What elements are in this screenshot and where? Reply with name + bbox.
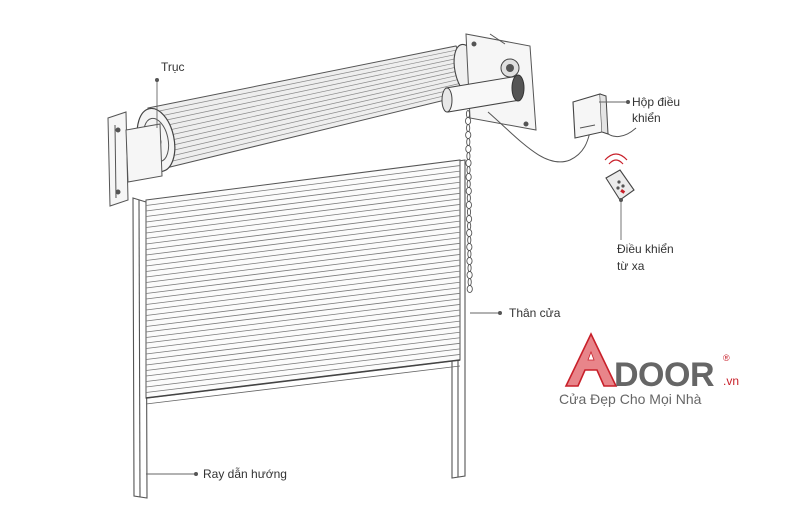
roll-line bbox=[155, 64, 466, 134]
chain-link bbox=[467, 263, 472, 273]
chain-link bbox=[466, 256, 473, 266]
curtain-slat-line bbox=[145, 292, 461, 333]
curtain-slat-line bbox=[145, 220, 461, 261]
chain-link bbox=[465, 109, 471, 119]
curtain-slat-line bbox=[145, 215, 461, 256]
label-control-box-line2: khiển bbox=[632, 111, 661, 125]
remote-control bbox=[605, 169, 635, 201]
label-remote-line1: Điều khiển bbox=[617, 242, 674, 256]
chain-link bbox=[467, 221, 472, 231]
chain-link bbox=[467, 249, 472, 259]
chain-link bbox=[466, 193, 471, 203]
roll-line bbox=[161, 80, 473, 154]
curtain-slat-line bbox=[145, 248, 461, 289]
labels: Trục Hộp điều khiển Điều khiển từ xa Thâ… bbox=[161, 60, 680, 481]
chain-link bbox=[465, 116, 472, 126]
curtain-slat-line bbox=[145, 176, 461, 217]
chain-link bbox=[465, 214, 473, 224]
curtain-slat-line bbox=[145, 265, 461, 305]
curtain-slat-line bbox=[145, 259, 461, 300]
adoor-logo: DOOR ® .vn Cửa Đẹp Cho Mọi Nhà bbox=[559, 332, 739, 407]
roll-axle bbox=[136, 43, 481, 173]
curtain-slat-line bbox=[145, 304, 461, 344]
label-axle: Trục bbox=[161, 60, 185, 74]
curtain-slat-line bbox=[145, 181, 461, 223]
curtain-slat-line bbox=[145, 254, 461, 294]
chain-link bbox=[466, 137, 471, 147]
curtain-slat-line bbox=[145, 209, 461, 250]
wifi-signal-icon bbox=[604, 153, 628, 165]
chain-link bbox=[466, 207, 472, 217]
curtain-slat-line bbox=[145, 231, 461, 272]
curtain-slat-line bbox=[145, 342, 461, 382]
chain-link bbox=[466, 151, 471, 161]
chain-link bbox=[466, 228, 473, 238]
roll-line bbox=[153, 60, 464, 129]
curtain-slat-line bbox=[145, 242, 461, 283]
curtain-slat-line bbox=[145, 309, 461, 349]
leader-dots bbox=[155, 78, 630, 476]
curtain-slat-line bbox=[145, 337, 461, 377]
leader-lines bbox=[146, 80, 628, 475]
chain-link bbox=[467, 235, 472, 245]
chain-link bbox=[466, 123, 471, 133]
label-remote-line2: từ xa bbox=[617, 259, 645, 273]
roll-line bbox=[149, 49, 458, 114]
curtain-slat-line bbox=[145, 281, 461, 322]
curtain-slat-line bbox=[145, 198, 461, 239]
curtain-slat-line bbox=[145, 298, 461, 338]
roll-line bbox=[150, 53, 460, 119]
chain-link bbox=[466, 242, 473, 252]
chain-link bbox=[467, 277, 472, 287]
curtain-slat-line bbox=[145, 192, 461, 234]
curtain-slat-line bbox=[145, 348, 461, 388]
chain-link bbox=[466, 284, 473, 294]
curtain-slat-line bbox=[145, 276, 461, 316]
curtain-slat-line bbox=[145, 204, 461, 245]
label-guide-rail: Ray dẫn hướng bbox=[203, 466, 287, 481]
label-control-box-line1: Hộp điều bbox=[632, 95, 680, 109]
chain-link bbox=[466, 179, 471, 189]
chain-link bbox=[466, 270, 473, 280]
chain-link bbox=[465, 158, 472, 168]
chain-link bbox=[466, 165, 471, 175]
chain bbox=[465, 109, 473, 294]
curtain-slat-line bbox=[145, 270, 461, 311]
wall-bracket-left bbox=[107, 111, 163, 207]
curtain-slat-line bbox=[145, 187, 461, 228]
curtain-slat-line bbox=[145, 237, 461, 278]
curtain-slat-line bbox=[145, 320, 461, 360]
roll-line bbox=[156, 68, 468, 139]
chain-link bbox=[465, 186, 472, 196]
logo-domain-text: .vn bbox=[723, 374, 739, 388]
curtain-slat-line bbox=[145, 354, 461, 393]
chain-link bbox=[465, 200, 472, 210]
logo-registered-mark: ® bbox=[723, 353, 730, 363]
chain-link bbox=[465, 144, 472, 154]
door-curtain bbox=[145, 159, 461, 405]
label-door-body: Thân cửa bbox=[509, 306, 561, 320]
roll-line bbox=[164, 87, 477, 164]
motor bbox=[441, 58, 525, 113]
roll-line bbox=[158, 72, 469, 144]
chain-link bbox=[465, 130, 472, 140]
chain-link bbox=[465, 172, 472, 182]
curtain-slat-line bbox=[145, 326, 461, 366]
roll-line bbox=[162, 83, 475, 159]
logo-door-text: DOOR bbox=[614, 356, 714, 394]
logo-tagline: Cửa Đẹp Cho Mọi Nhà bbox=[559, 391, 702, 407]
curtain-slat-line bbox=[145, 287, 461, 327]
curtain-slat-line bbox=[145, 170, 461, 212]
control-box bbox=[572, 93, 609, 139]
curtain-slat-line bbox=[145, 165, 461, 206]
curtain-slat-line bbox=[145, 331, 461, 371]
curtain-slat-line bbox=[145, 226, 461, 267]
roll-line bbox=[152, 57, 462, 124]
curtain-slat-line bbox=[145, 315, 461, 355]
roll-line bbox=[159, 76, 471, 149]
